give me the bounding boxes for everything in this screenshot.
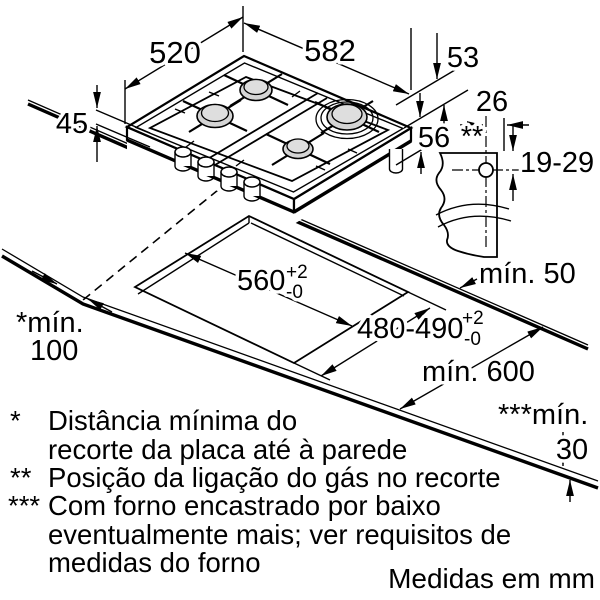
label-56: 56 [418,122,450,154]
wok-ring-outer [315,98,379,140]
label-gas-marker: ** [461,121,484,153]
footnotes: * Distância mínima do recorte da placa a… [8,405,595,594]
hob-top-surface [124,54,414,201]
cutout-extension-right [407,291,447,311]
burner-front-center [282,138,314,160]
label-582: 582 [304,33,356,68]
label-26: 26 [476,86,508,118]
label-min-100-value: 100 [30,335,78,367]
label-560: 560 [237,265,285,297]
break-line-2 [437,215,512,228]
burner-back-center [239,78,273,102]
knob [220,166,238,192]
label-480-tol-plus: +2 [462,308,484,329]
min-100-arrow-left [31,270,58,285]
hob-base-left [127,140,294,224]
footnote-2-line-1: Posição da ligação do gás no recorte [48,462,501,493]
footnote-3-line-1: Com forno encastrado por baixo [48,490,441,521]
dimension-582-line [243,22,410,95]
min-100-arrow-right [87,298,113,313]
footnote-2-marker: ** [10,462,32,493]
footnote-1-line-2: recorte da placa até à parede [48,434,407,465]
dimension-480-line [320,307,431,377]
label-19-29: 19-29 [520,147,594,179]
label-520: 520 [149,35,201,70]
footnote-3-line-3: medidas do forno [48,547,261,578]
hob-base-right [294,141,411,224]
label-min-50: mín. 50 [479,258,576,290]
footnote-3-marker: *** [8,490,40,521]
dimension-lines [31,16,574,502]
knob [243,176,261,202]
footnote-1-marker: * [10,405,21,436]
burner-left [196,103,234,129]
control-knobs [174,146,261,202]
pan-support-divider-2 [214,97,328,166]
wok-ring-inner [320,101,374,135]
hob-leg [388,149,404,174]
label-480-490: 480-490 [357,313,463,345]
cutout-inner-edge-left [137,222,250,295]
units-note: Medidas em mm [388,563,595,594]
min-600-line [399,326,544,410]
label-560-tol-plus: +2 [286,262,308,283]
label-min-100-prefix: *mín. [16,307,84,339]
label-480-tol-minus: -0 [464,329,481,350]
label-min-600: mín. 600 [422,356,535,388]
gas-connection-detail [435,116,523,258]
extension-lines [95,6,469,166]
pan-support-divider-1 [205,92,319,161]
footnote-3-line-2: eventualmente mais; ver requisitos de [48,519,511,550]
gas-connection-hole [478,162,494,178]
cutout-corner-piece [435,152,498,258]
label-53: 53 [447,42,479,74]
cutout-extension-bottom [293,362,331,381]
hob-drawing [124,54,414,224]
worktop-drawing [1,99,599,490]
label-min-30-prefix: ***mín. [498,399,588,431]
dimension-520-line [124,16,244,90]
knob [174,146,192,172]
worktop-back-edge [27,102,589,351]
knob [197,156,215,182]
break-line-1 [435,203,510,216]
label-560-tol-minus: -0 [286,282,303,303]
worktop-front-edge [1,254,599,490]
burner-wok-right [326,103,368,131]
worktop-front-edge-thin [1,248,599,482]
footnote-1-line-1: Distância mínima do [48,405,297,436]
dimension-labels: 520 582 45 53 56 26 ** 19-29 mín. 50 560… [13,30,598,470]
label-min-30-value: 30 [556,434,588,466]
min-50-arrow [459,277,478,289]
label-45: 45 [56,108,88,140]
worktop-back-edge-thin [27,99,589,346]
projection-dashed-line [82,189,219,301]
